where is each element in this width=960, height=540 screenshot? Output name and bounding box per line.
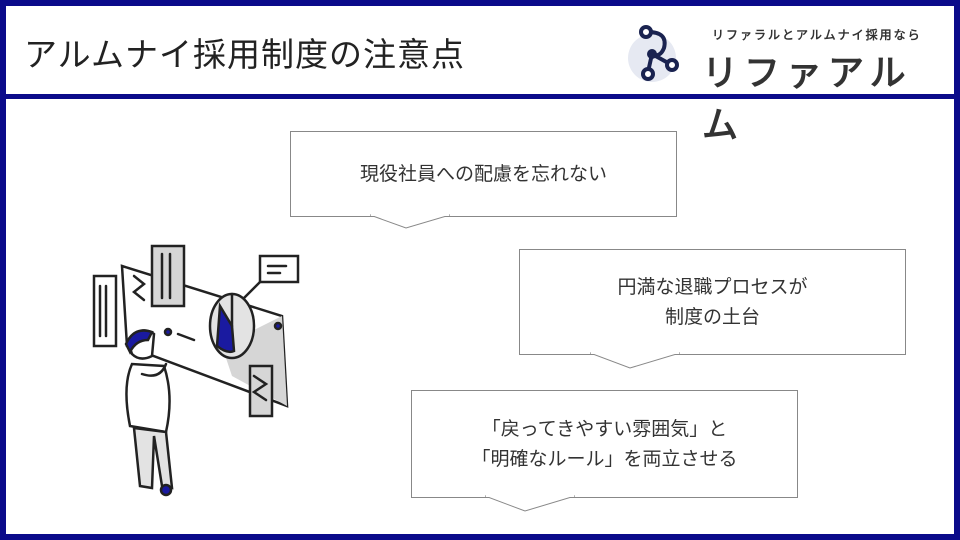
callout-3-tail [485, 495, 575, 512]
page-title: アルムナイ採用制度の注意点 [24, 35, 466, 74]
callout-3: 「戻ってきやすい雰囲気」と 「明確なルール」を両立させる [411, 390, 798, 498]
callout-2-tail [590, 352, 680, 369]
callout-1-tail [370, 214, 450, 229]
logo-name: リファアルム [702, 53, 912, 146]
callout-line: 「明確なルール」を両立させる [471, 448, 738, 470]
slide-header: アルムナイ採用制度の注意点 リファラルとアルムナイ採用なら リファアルム [6, 6, 954, 146]
callout-line: 現役社員への配慮を忘れない [359, 162, 607, 185]
network-logo-icon [628, 25, 679, 82]
brand-logo: リファラルとアルムナイ採用なら リファアルム [624, 18, 934, 146]
callout-line: 円満な退職プロセスが [617, 275, 808, 298]
callout-line: 制度の土台 [664, 306, 760, 328]
person-viewing-charts-illustration [92, 244, 300, 497]
callout-line: 「戻ってきやすい雰囲気」と [481, 417, 728, 440]
callout-1: 現役社員への配慮を忘れない [290, 131, 677, 217]
logo-tagline: リファラルとアルムナイ採用なら [712, 28, 922, 42]
callout-2: 円満な退職プロセスが 制度の土台 [519, 249, 906, 355]
